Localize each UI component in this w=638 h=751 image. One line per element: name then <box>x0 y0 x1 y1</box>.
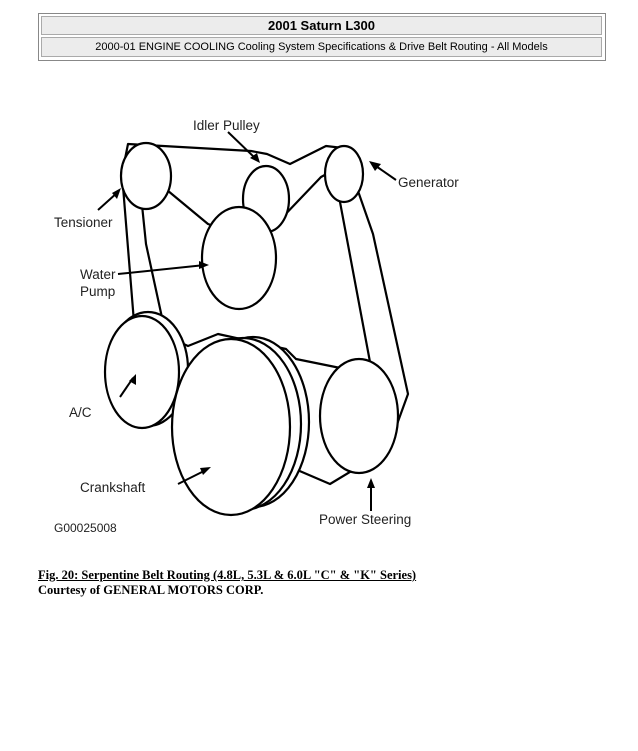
label-idler-pulley: Idler Pulley <box>193 118 260 133</box>
water-pump-pulley <box>200 205 278 311</box>
figure-code: G00025008 <box>54 521 117 535</box>
label-water: Water <box>80 267 116 282</box>
generator-pulley <box>323 144 365 204</box>
tensioner-pulley <box>119 141 173 211</box>
figure-caption: Fig. 20: Serpentine Belt Routing (4.8L, … <box>38 568 598 598</box>
label-pump: Pump <box>80 284 115 299</box>
pulleys <box>103 141 400 517</box>
label-power-steering: Power Steering <box>319 512 411 527</box>
ac-pulley <box>103 314 181 430</box>
power-steering-pulley <box>318 357 400 475</box>
caption-courtesy: Courtesy of GENERAL MOTORS CORP. <box>38 583 264 597</box>
label-ac: A/C <box>69 405 92 420</box>
arrow-heads <box>112 153 381 488</box>
section-subtitle: 2000-01 ENGINE COOLING Cooling System Sp… <box>41 37 602 57</box>
label-crankshaft: Crankshaft <box>80 480 146 495</box>
caption-figure-title: Fig. 20: Serpentine Belt Routing (4.8L, … <box>38 568 417 582</box>
label-tensioner: Tensioner <box>54 215 113 230</box>
label-generator: Generator <box>398 175 459 190</box>
document-header: 2001 Saturn L300 2000-01 ENGINE COOLING … <box>38 13 606 61</box>
belt-routing-diagram: Idler Pulley Generator Tensioner Water P… <box>54 118 459 535</box>
crankshaft-pulley <box>170 337 292 517</box>
vehicle-title: 2001 Saturn L300 <box>41 16 602 35</box>
